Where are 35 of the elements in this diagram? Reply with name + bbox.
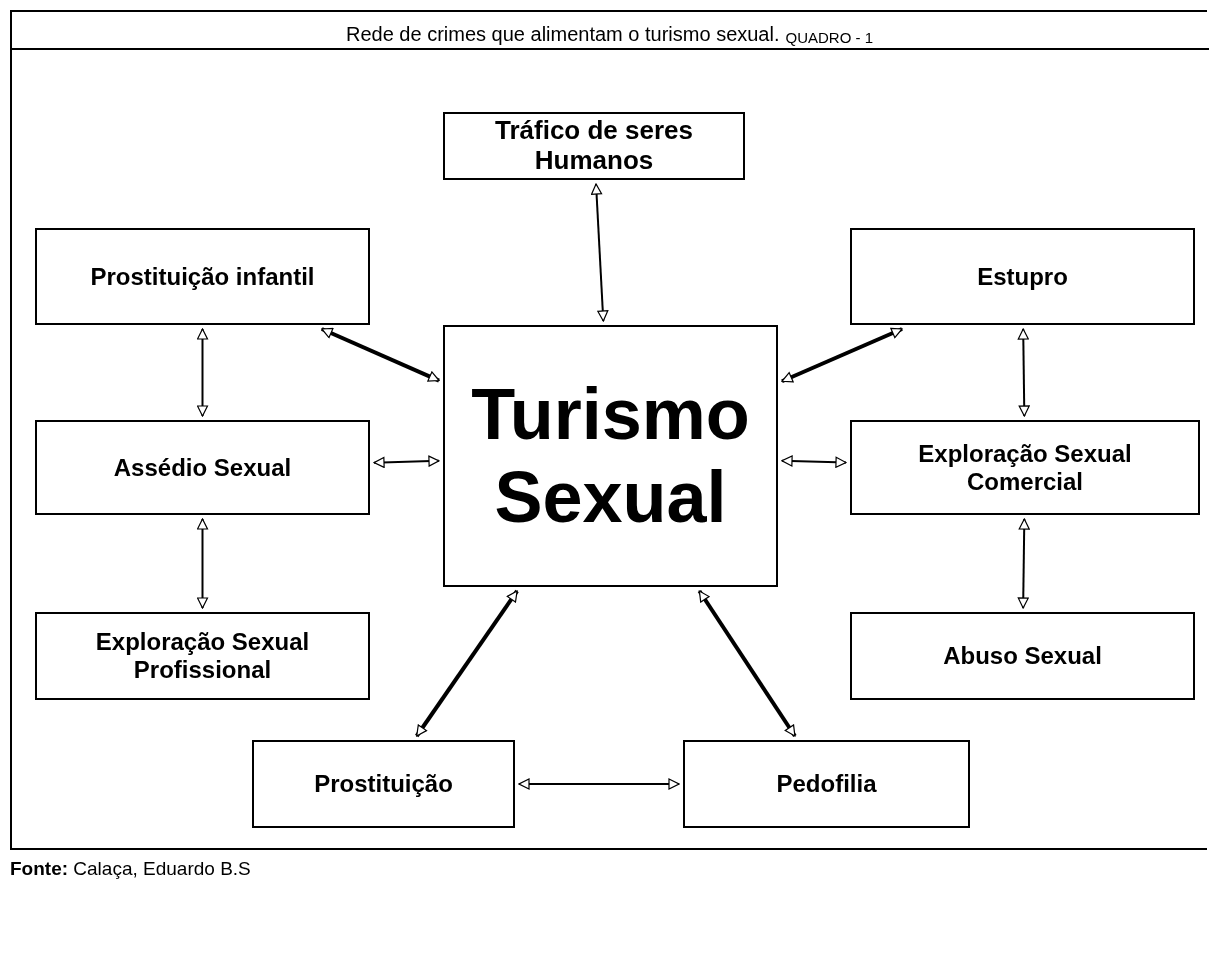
crime-box xyxy=(252,740,515,828)
crime-box xyxy=(35,612,370,700)
crime-box xyxy=(35,420,370,515)
double-arrow xyxy=(781,327,903,384)
crime-box xyxy=(850,228,1195,325)
crime-box xyxy=(850,420,1200,515)
double-arrow xyxy=(196,518,209,609)
box-label: Tráfico de seres Humanos xyxy=(494,116,694,176)
source-caption: Fonte: Calaça, Eduardo B.S xyxy=(10,858,251,880)
double-arrow xyxy=(415,589,519,738)
double-arrow xyxy=(373,455,440,468)
double-arrow xyxy=(781,455,847,468)
box-label: Exploração Sexual Profissional xyxy=(94,628,311,684)
box-label: Abuso Sexual xyxy=(943,642,1102,670)
double-arrow xyxy=(196,328,209,417)
double-arrow xyxy=(518,778,680,790)
crime-box xyxy=(443,325,778,587)
crime-box xyxy=(683,740,970,828)
box-label: Prostituição xyxy=(314,770,453,798)
box-label: Turismo Sexual xyxy=(470,373,751,539)
box-label: Prostituição infantil xyxy=(90,262,315,291)
double-arrow xyxy=(1017,518,1030,609)
box-label: Estupro xyxy=(977,262,1068,291)
crime-box xyxy=(850,612,1195,700)
box-label: Assédio Sexual xyxy=(113,453,292,482)
double-arrow xyxy=(321,327,440,383)
double-arrow xyxy=(590,183,609,322)
figure-number: QUADRO - 1 xyxy=(785,29,873,46)
box-label: Exploração Sexual Comercial xyxy=(917,439,1133,496)
crime-box xyxy=(35,228,370,325)
double-arrow xyxy=(697,589,797,738)
crime-box xyxy=(443,112,745,180)
diagram-title: Rede de crimes que alimentam o turismo sexual. xyxy=(345,23,780,46)
double-arrow xyxy=(1017,328,1030,417)
box-label: Pedofilia xyxy=(776,770,877,798)
